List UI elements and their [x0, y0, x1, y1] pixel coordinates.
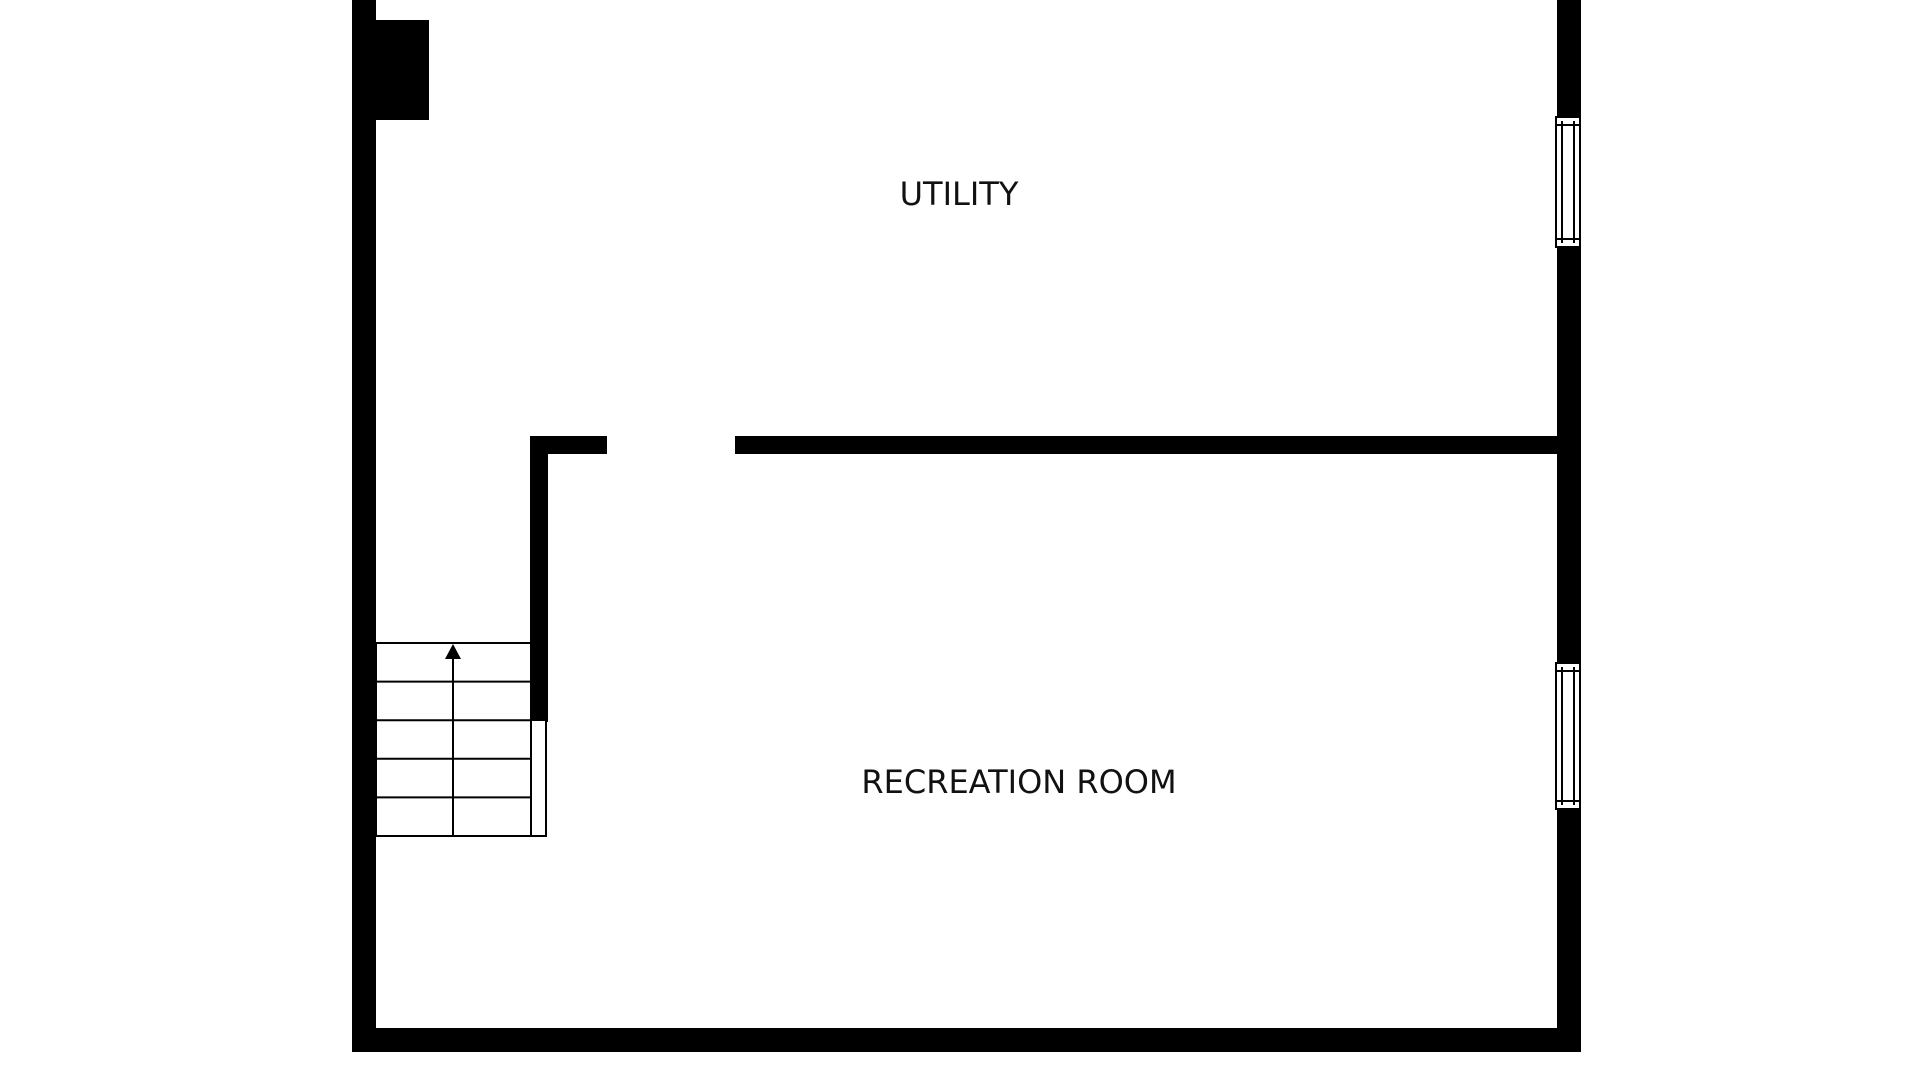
doorway-opening	[607, 436, 735, 454]
room-label-recreation: RECREATION ROOM	[861, 763, 1176, 801]
wall-stair-side	[530, 436, 548, 722]
window-utility	[1555, 116, 1581, 248]
wall-divider-right	[735, 436, 1581, 454]
staircase	[375, 642, 547, 837]
wall-divider-left	[530, 436, 607, 454]
stair-railing	[530, 719, 547, 837]
wall-left	[352, 0, 376, 1052]
window-recreation	[1555, 662, 1581, 810]
stair-up-arrow-icon	[445, 644, 461, 659]
wall-bottom	[352, 1028, 1581, 1052]
chimney-block	[352, 20, 429, 120]
room-label-utility: UTILITY	[900, 175, 1019, 213]
